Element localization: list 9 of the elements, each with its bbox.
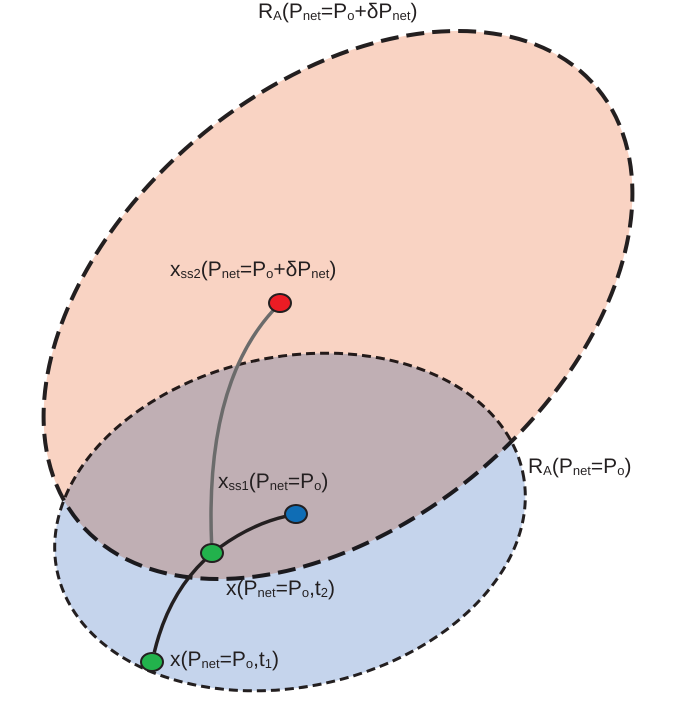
region-label: R$_{A}$(P$_{net}$=P$_{o}$) [528,455,632,478]
point-label: x(P$_{net}$=P$_{o}$,t$_{2}$) [226,577,335,600]
point-label: x(P$_{net}$=P$_{o}$,t$_{1}$) [170,648,279,672]
region-label: R$_{A}$(P$_{net}$=P$_{o}$+δP$_{net}$) [258,0,418,24]
trajectory-curve [152,558,206,653]
trajectory-curve [209,309,275,544]
point-label: x$_{ss1}$(P$_{net}$=P$_{o}$) [218,470,328,494]
point-label: x$_{ss2}$(P$_{net}$=P$_{o}$+δP$_{net}$) [170,258,336,282]
trajectory-curve [219,514,287,549]
